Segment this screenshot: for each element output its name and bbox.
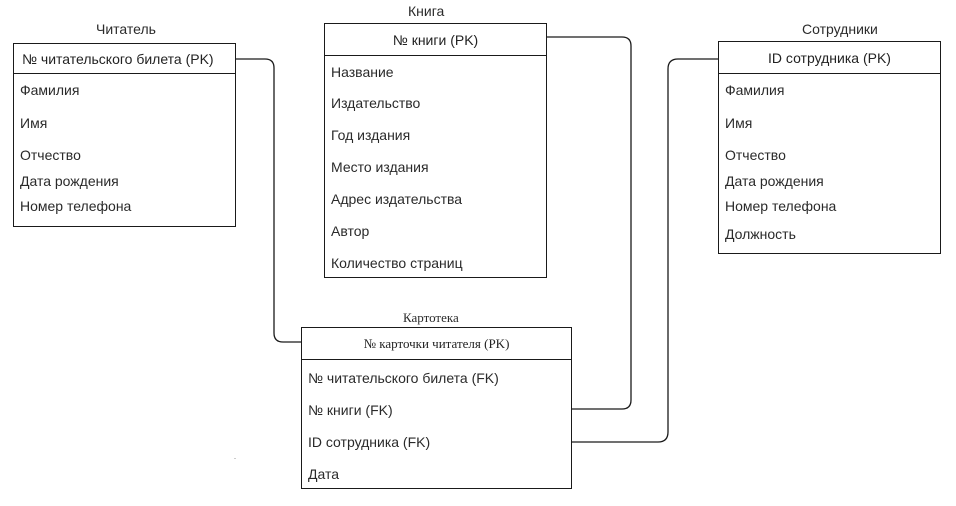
link-book-to-card bbox=[546, 36, 632, 410]
card-entity: № карточки читателя (PK) № читательского… bbox=[301, 327, 572, 489]
card-field-date: Дата bbox=[308, 466, 340, 482]
link-staff-to-card bbox=[571, 58, 718, 443]
book-field-place: Место издания bbox=[331, 159, 429, 175]
card-field-staff-fk: ID сотрудника (FK) bbox=[308, 434, 431, 450]
reader-field-birthdate: Дата рождения bbox=[20, 173, 119, 189]
reader-field-phone: Номер телефона bbox=[20, 198, 132, 214]
staff-entity-title: Сотрудники bbox=[802, 21, 878, 37]
link-reader-to-card bbox=[236, 58, 301, 343]
book-field-pages: Количество страниц bbox=[331, 255, 463, 271]
staff-entity: ID сотрудника (PK) Фамилия Имя Отчество … bbox=[718, 41, 941, 254]
staff-field-position: Должность bbox=[725, 226, 796, 242]
staff-field-birthdate: Дата рождения bbox=[725, 173, 824, 189]
reader-entity-title: Читатель bbox=[96, 21, 156, 37]
card-field-reader-ticket-fk: № читательского билета (FK) bbox=[308, 370, 499, 386]
stray-dot bbox=[234, 458, 236, 459]
book-field-publisher: Издательство bbox=[331, 95, 421, 111]
book-field-publisher-address: Адрес издательства bbox=[331, 191, 463, 207]
staff-field-surname: Фамилия bbox=[725, 82, 785, 98]
reader-entity: № читательского билета (PK) Фамилия Имя … bbox=[13, 43, 236, 227]
reader-field-patronymic: Отчество bbox=[20, 147, 81, 163]
card-pk-field: № карточки читателя (PK) bbox=[302, 328, 571, 360]
book-field-year: Год издания bbox=[331, 127, 411, 143]
book-entity: № книги (PK) Название Издательство Год и… bbox=[324, 23, 547, 278]
staff-field-patronymic: Отчество bbox=[725, 147, 786, 163]
book-field-author: Автор bbox=[331, 223, 370, 239]
staff-field-phone: Номер телефона bbox=[725, 198, 837, 214]
reader-pk-field: № читательского билета (PK) bbox=[14, 44, 235, 74]
card-field-book-fk: № книги (FK) bbox=[308, 402, 393, 418]
staff-pk-field: ID сотрудника (PK) bbox=[719, 42, 940, 74]
staff-field-name: Имя bbox=[725, 115, 753, 131]
card-entity-title: Картотека bbox=[403, 310, 459, 325]
book-pk-field: № книги (PK) bbox=[325, 24, 546, 56]
reader-field-surname: Фамилия bbox=[20, 82, 80, 98]
book-entity-title: Книга bbox=[408, 3, 445, 19]
book-field-title: Название bbox=[331, 64, 394, 80]
reader-field-name: Имя bbox=[20, 115, 48, 131]
